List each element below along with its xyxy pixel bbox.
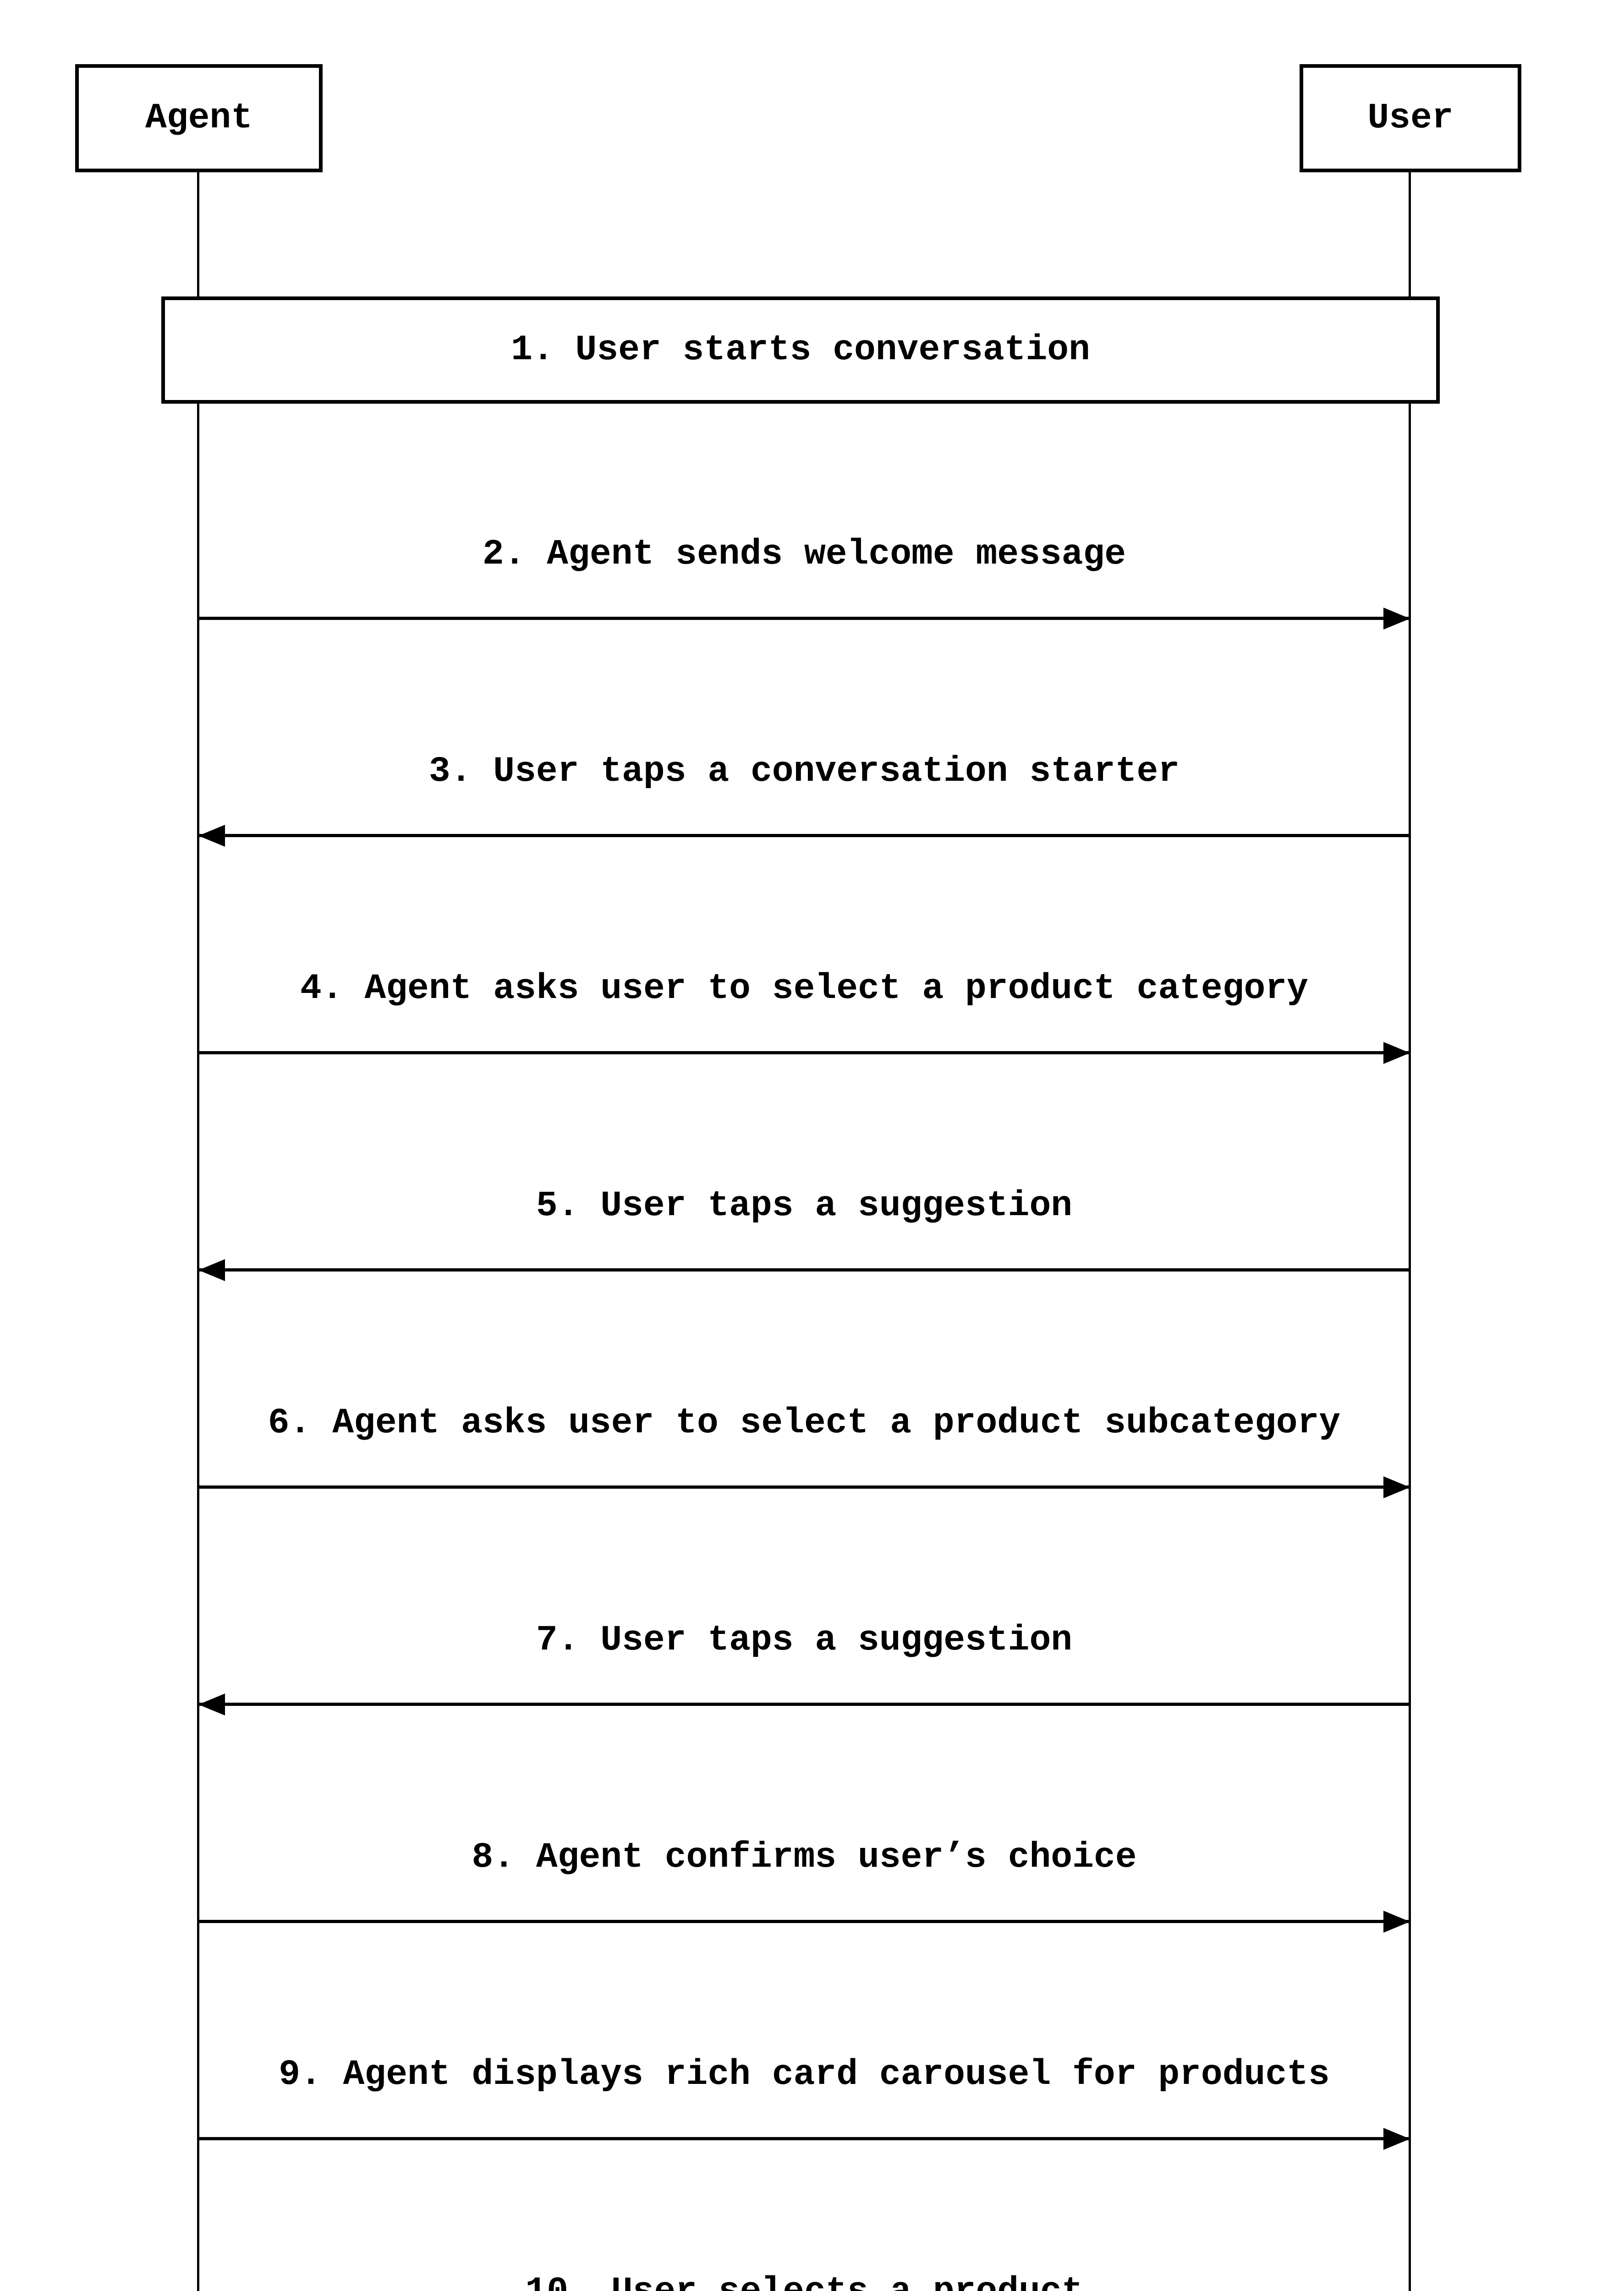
arrowhead — [198, 1259, 225, 1281]
message-line — [198, 1693, 1410, 1716]
message-line — [198, 607, 1410, 630]
message-row-7: 7. User taps a suggestion — [198, 1568, 1410, 1716]
arrowhead — [1383, 2127, 1410, 2150]
message-row-9: 9. Agent displays rich card carousel for… — [198, 2003, 1410, 2150]
arrowhead — [198, 1693, 225, 1716]
lifeline-agent — [197, 172, 199, 2291]
message-line — [198, 824, 1410, 847]
message-line — [198, 1041, 1410, 1064]
message-label: 7. User taps a suggestion — [536, 1620, 1073, 1661]
note-label: 1. User starts conversation — [511, 330, 1090, 370]
actor-label-user-top: User — [1367, 98, 1454, 138]
message-row-4: 4. Agent asks user to select a product c… — [198, 917, 1410, 1064]
message-label: 9. Agent displays rich card carousel for… — [279, 2054, 1330, 2095]
lifeline-user — [1409, 172, 1411, 2291]
message-label: 5. User taps a suggestion — [536, 1185, 1073, 1226]
actor-label-agent-top: Agent — [145, 98, 253, 138]
message-label: 8. Agent confirms user’s choice — [472, 1837, 1137, 1878]
message-label: 10. User selects a product — [198, 2269, 1410, 2291]
arrowhead — [1383, 1910, 1410, 1933]
message-label: 4. Agent asks user to select a product c… — [300, 968, 1308, 1009]
message-line — [198, 1476, 1410, 1498]
arrowhead — [198, 824, 225, 847]
message-row-8: 8. Agent confirms user’s choice — [198, 1786, 1410, 1933]
message-row-5: 5. User taps a suggestion — [198, 1134, 1410, 1281]
message-row-10: 10. User selects a product — [198, 2220, 1410, 2291]
message-line — [198, 1259, 1410, 1281]
arrowhead — [1383, 607, 1410, 630]
message-label: 2. Agent sends welcome message — [482, 534, 1126, 575]
message-label: 3. User taps a conversation starter — [428, 751, 1180, 792]
arrowhead — [1383, 1476, 1410, 1498]
message-line — [198, 1910, 1410, 1933]
message-label: 6. Agent asks user to select a product s… — [268, 1403, 1341, 1443]
message-row-6: 6. Agent asks user to select a product s… — [198, 1351, 1410, 1498]
arrowhead — [1383, 1041, 1410, 1064]
message-row-2: 2. Agent sends welcome message — [198, 482, 1410, 630]
message-row-3: 3. User taps a conversation starter — [198, 700, 1410, 847]
actor-box-user-top: User — [1300, 64, 1521, 172]
note-banner: 1. User starts conversation — [161, 296, 1440, 404]
message-line — [198, 2127, 1410, 2150]
actor-box-agent-top: Agent — [75, 64, 323, 172]
